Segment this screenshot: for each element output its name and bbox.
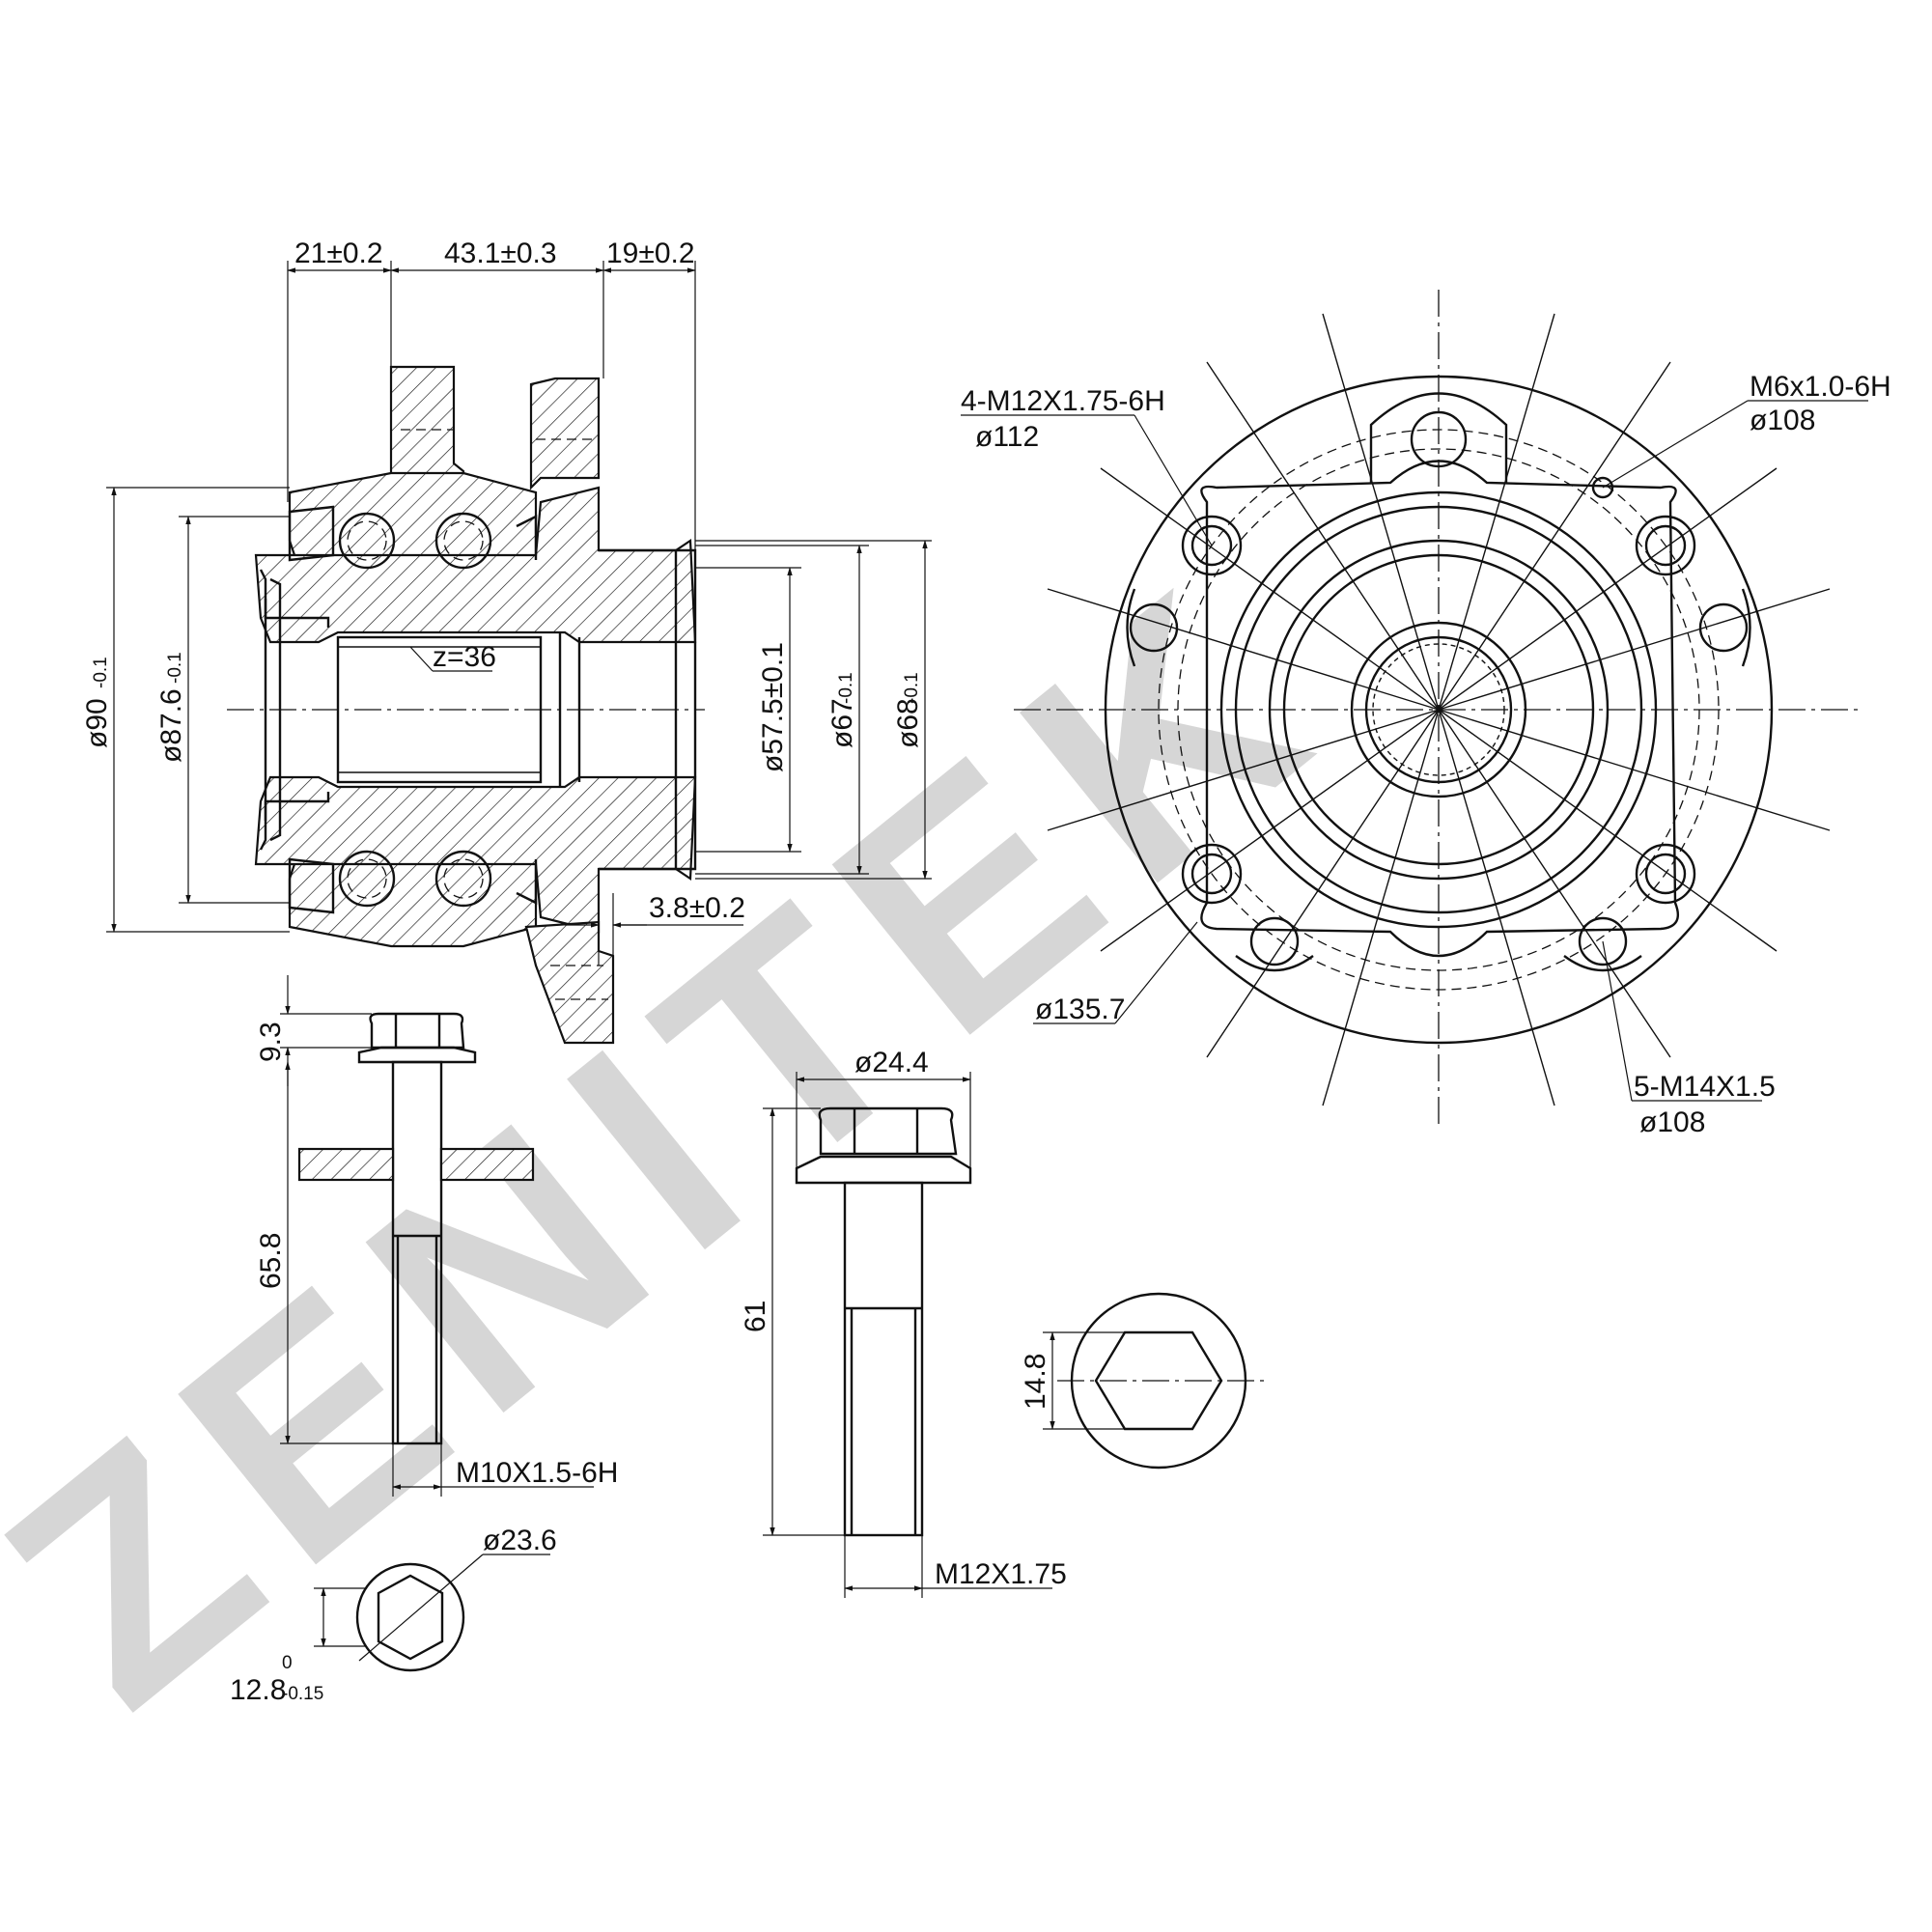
bolt1-head-h: 9.3 bbox=[255, 1022, 287, 1062]
bolt1-af-tol-dn: -0.15 bbox=[282, 1684, 323, 1704]
bolt2-thread: M12X1.75 bbox=[935, 1558, 1067, 1590]
pcd-112: ø112 bbox=[975, 421, 1039, 453]
dim-90: ø90 bbox=[81, 698, 113, 748]
bolt1-af-tol-up: 0 bbox=[282, 1653, 293, 1673]
dim-90-tol: -0.1 bbox=[91, 657, 111, 688]
dim-57-5: ø57.5±0.1 bbox=[757, 642, 789, 772]
dim-43-1: 43.1±0.3 bbox=[444, 238, 557, 269]
bolt1-length: 65.8 bbox=[255, 1233, 287, 1289]
bolt1-flange: ø23.6 bbox=[483, 1525, 557, 1556]
watermark: ZENITEK bbox=[0, 509, 1385, 1771]
bolt1-thread: M10X1.5-6H bbox=[456, 1457, 618, 1489]
dim-87-6-tol: -0.1 bbox=[165, 652, 185, 684]
watermark-text: ZENITEK bbox=[0, 509, 1385, 1771]
pcd-108-a: ø108 bbox=[1750, 405, 1815, 436]
thread-m6: M6x1.0-6H bbox=[1750, 371, 1891, 403]
dim-67-tol: -0.1 bbox=[836, 672, 856, 704]
hub-front-view: 4-M12X1.75-6H ø112 M6x1.0-6H ø108 5-M14X… bbox=[961, 290, 1891, 1138]
thread-4-m12: 4-M12X1.75-6H bbox=[961, 385, 1165, 417]
thread-5-m14: 5-M14X1.5 bbox=[1634, 1071, 1776, 1103]
bolt-2-view: ø24.4 61 M12X1.75 14.8 bbox=[740, 1047, 1265, 1598]
bolt2-length: 61 bbox=[740, 1301, 771, 1332]
hub-section-view: z=36 21±0.2 43.1±0.3 19±0.2 ø90 -0.1 ø87… bbox=[81, 238, 932, 1045]
dim-87-6: ø87.6 bbox=[155, 688, 187, 763]
bolt-1-view: 9.3 65.8 M10X1.5-6H 12.8 0 -0.15 ø23.6 bbox=[230, 975, 618, 1706]
bolt1-af: 12.8 bbox=[230, 1674, 286, 1706]
dim-67: ø67 bbox=[826, 698, 858, 748]
dim-68: ø68 bbox=[892, 698, 924, 748]
dim-19: 19±0.2 bbox=[606, 238, 695, 269]
dia-135-7: ø135.7 bbox=[1035, 994, 1125, 1025]
bolt2-flange: ø24.4 bbox=[854, 1047, 929, 1078]
dim-21: 21±0.2 bbox=[294, 238, 383, 269]
dim-68-tol: -0.1 bbox=[902, 672, 922, 704]
spline-label: z=36 bbox=[433, 641, 496, 673]
bolt2-socket: 14.8 bbox=[1020, 1354, 1051, 1410]
dim-3-8: 3.8±0.2 bbox=[649, 892, 745, 924]
pcd-108-b: ø108 bbox=[1639, 1106, 1705, 1138]
